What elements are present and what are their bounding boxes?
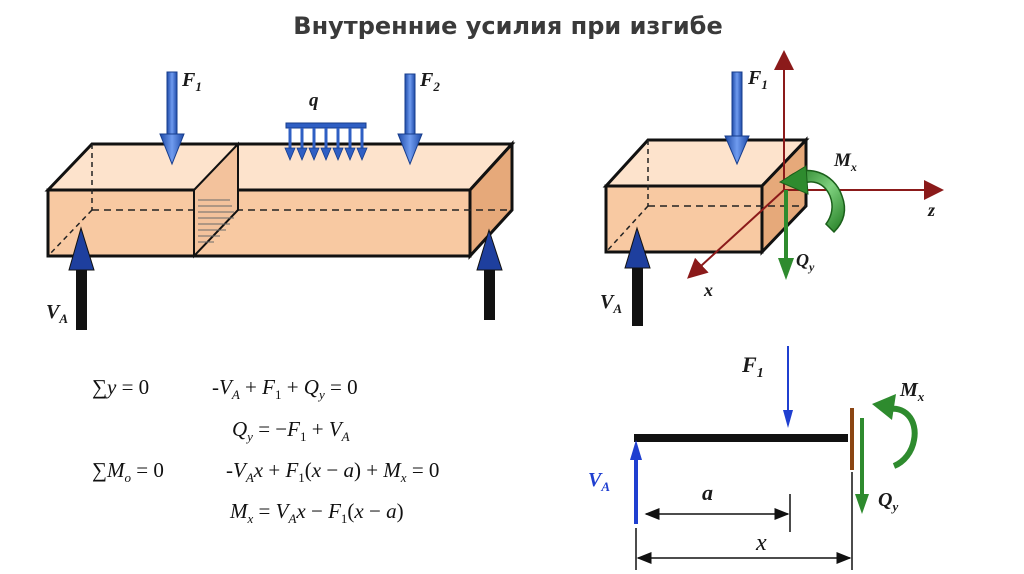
moment-mx-label: Mx [833, 150, 857, 174]
force-f1-label: F1 [181, 69, 202, 94]
section-diagram: z x F1 Mx Qy VA [600, 50, 944, 326]
equation-row: ∑y = 0 -VA + F1 + Qy = 0 [92, 375, 358, 402]
axis-x [687, 189, 785, 279]
dimension-x-label: x [755, 530, 767, 556]
equation-row: Qy = −F1 + VA [232, 417, 350, 444]
dimension-a [644, 494, 791, 532]
page-title: Внутренние усилия при изгибе [293, 12, 722, 40]
distributed-load-label: q [309, 90, 319, 111]
section-force-f1-label: F1 [747, 67, 768, 92]
equilibrium-equations: ∑y = 0 -VA + F1 + Qy = 0 Qy = −F1 + VA ∑… [92, 375, 439, 526]
section-hatching [198, 199, 234, 243]
equation-row: ∑Mo = 0 -VAx + F1(x − a) + Mx = 0 [92, 458, 439, 485]
axis-x-label: x [703, 280, 713, 300]
load-arrow-head [356, 147, 368, 162]
section-reaction-va-label: VA [600, 291, 622, 316]
beam-diagram: F1 F2 q VA [44, 69, 516, 330]
equation-lhs: ∑y = 0 [92, 375, 149, 399]
beam-top-face [44, 142, 516, 192]
moment-mx-arrow [778, 165, 846, 234]
load-arrow-head [284, 147, 296, 162]
dimension-x [635, 472, 853, 570]
equation-rhs: Mx = VAx − F1(x − a) [229, 499, 404, 526]
fbd-force-f1-label: F1 [741, 352, 764, 381]
section-front-face [604, 184, 764, 254]
load-arrow-head [308, 147, 320, 162]
equation-lhs: ∑Mo = 0 [92, 458, 164, 485]
axis-z-label: z [927, 200, 935, 220]
load-arrow-head [296, 147, 308, 162]
beam-end-face [468, 140, 514, 260]
section-reaction-va-arrow [624, 226, 651, 326]
fbd-cut-face [850, 408, 854, 470]
fbd-reaction-va-arrow [630, 440, 642, 524]
fbd-force-f1-arrow [783, 346, 793, 428]
fbd-shear-qy-arrow [855, 418, 869, 514]
fbd-moment-mx-label: Mx [899, 379, 925, 404]
fbd-moment-mx-arrow [872, 394, 918, 469]
hidden-edge [47, 209, 93, 257]
reaction-va-arrow [68, 226, 95, 330]
equation-rhs: -VA + F1 + Qy = 0 [212, 375, 358, 402]
dimension-a-label: a [702, 480, 713, 505]
load-arrow-head [320, 147, 332, 162]
reaction-va-label: VA [46, 301, 68, 326]
load-arrow-head [332, 147, 344, 162]
load-arrow-head [344, 147, 356, 162]
reaction-vb-arrow [476, 228, 503, 320]
fbd-shear-qy-label: Qy [878, 489, 898, 514]
shear-qy-arrow [778, 190, 794, 280]
hidden-edge [605, 205, 649, 253]
free-body-diagram: F1 VA Mx Qy a x [588, 346, 925, 570]
equation-row: Mx = VAx − F1(x − a) [229, 499, 404, 526]
force-f2-label: F2 [419, 69, 440, 94]
force-f2-arrow [397, 73, 423, 166]
section-force-f1-arrow [724, 71, 750, 166]
shear-qy-label: Qy [796, 250, 815, 274]
force-f1-arrow [159, 71, 185, 166]
fbd-beam [634, 434, 848, 442]
equation-rhs: -VAx + F1(x − a) + Mx = 0 [226, 458, 439, 485]
fbd-reaction-va-label: VA [588, 469, 610, 494]
beam-front-face [46, 188, 472, 258]
equation-rhs: Qy = −F1 + VA [232, 417, 350, 444]
distributed-load [284, 122, 368, 162]
